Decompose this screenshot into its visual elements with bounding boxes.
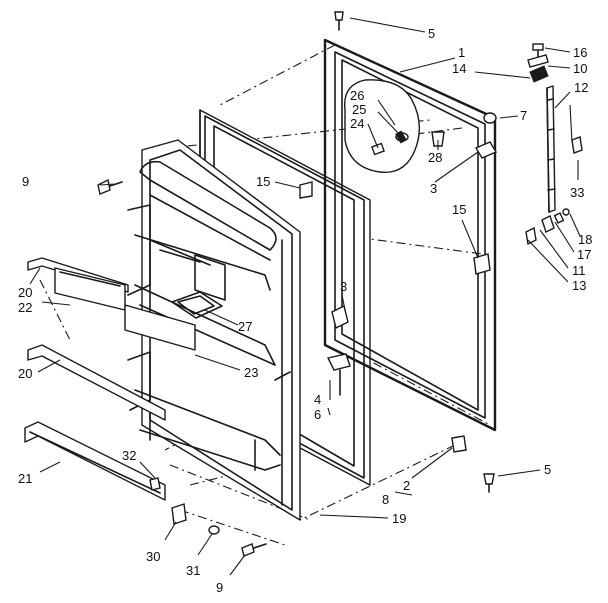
callout-16: 16 xyxy=(573,45,587,60)
callout-3-lower: 3 xyxy=(340,279,347,294)
callout-19: 19 xyxy=(392,511,406,526)
callout-30: 30 xyxy=(146,549,160,564)
door-handle-assembly xyxy=(525,43,583,246)
callout-6: 6 xyxy=(314,407,321,422)
callout-15-upper: 15 xyxy=(256,174,270,189)
callout-18: 18 xyxy=(578,232,592,247)
callout-labels: 5 1 16 10 14 12 26 25 24 7 28 3 33 9 15 … xyxy=(18,26,592,595)
callout-15-right: 15 xyxy=(452,202,466,217)
callout-7: 7 xyxy=(520,108,527,123)
callout-9-bottom: 9 xyxy=(216,580,223,595)
callout-20-upper: 20 xyxy=(18,285,32,300)
callout-8: 8 xyxy=(382,492,389,507)
callout-12: 12 xyxy=(574,80,588,95)
callout-13: 13 xyxy=(572,278,586,293)
callout-20-lower: 20 xyxy=(18,366,32,381)
callout-9-left: 9 xyxy=(22,174,29,189)
callout-33: 33 xyxy=(570,185,584,200)
door-shelves xyxy=(24,257,220,535)
callout-23: 23 xyxy=(244,365,258,380)
callout-1: 1 xyxy=(458,45,465,60)
door-gasket-frame xyxy=(323,38,497,432)
leader-lines xyxy=(29,17,581,576)
callout-27: 27 xyxy=(238,319,252,334)
callout-22: 22 xyxy=(18,300,32,315)
callout-28: 28 xyxy=(428,150,442,165)
callout-2: 2 xyxy=(403,478,410,493)
callout-32: 32 xyxy=(122,448,136,463)
callout-10: 10 xyxy=(573,61,587,76)
hinge-detail-bubble xyxy=(343,79,420,174)
callout-26: 26 xyxy=(350,88,364,103)
callout-24: 24 xyxy=(350,116,364,131)
callout-31: 31 xyxy=(186,563,200,578)
callout-3-upper: 3 xyxy=(430,181,437,196)
callout-11: 11 xyxy=(572,263,586,278)
callout-25: 25 xyxy=(352,102,366,117)
callout-17: 17 xyxy=(577,247,591,262)
callout-4: 4 xyxy=(314,392,321,407)
door-liner xyxy=(127,139,301,521)
callout-5-bottom: 5 xyxy=(544,462,551,477)
callout-21: 21 xyxy=(18,471,32,486)
hardware-parts xyxy=(97,11,498,557)
callout-14: 14 xyxy=(452,61,466,76)
callout-5-top: 5 xyxy=(428,26,435,41)
